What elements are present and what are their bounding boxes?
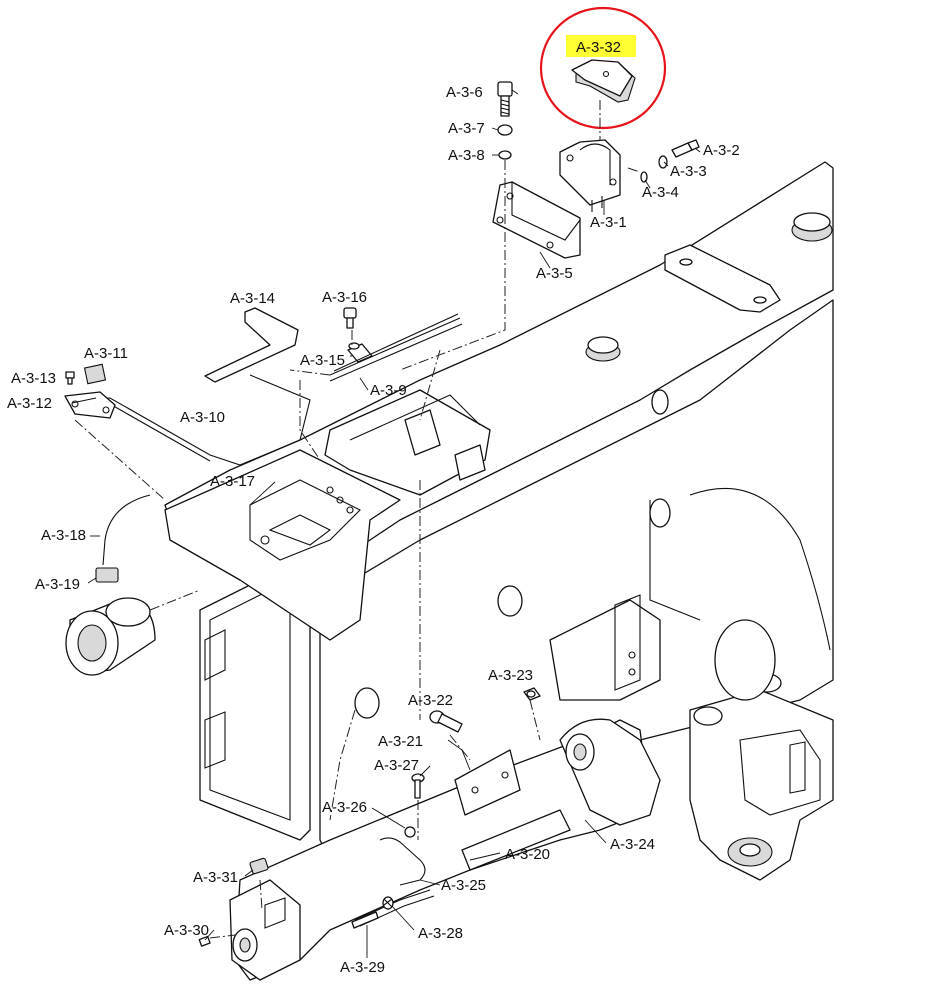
part-a3-12[interactable] bbox=[64, 391, 116, 419]
assembly-lines bbox=[74, 100, 641, 939]
label-a3-9[interactable]: A-3-9 bbox=[370, 382, 407, 399]
label-a3-28[interactable]: A-3-28 bbox=[418, 925, 463, 942]
label-a3-1[interactable]: A-3-1 bbox=[590, 214, 627, 231]
label-a3-12[interactable]: A-3-12 bbox=[7, 395, 52, 412]
part-a3-29[interactable] bbox=[351, 911, 379, 929]
label-a3-26[interactable]: A-3-26 bbox=[322, 799, 367, 816]
label-a3-11[interactable]: A-3-11 bbox=[84, 345, 128, 362]
label-a3-20[interactable]: A-3-20 bbox=[505, 846, 550, 863]
label-a3-14[interactable]: A-3-14 bbox=[230, 290, 275, 307]
label-a3-6[interactable]: A-3-6 bbox=[446, 84, 483, 101]
highlight-circle bbox=[539, 6, 667, 130]
label-a3-10[interactable]: A-3-10 bbox=[180, 409, 225, 426]
part-a3-5[interactable] bbox=[492, 181, 581, 259]
part-a3-16[interactable] bbox=[343, 307, 357, 329]
part-a3-10[interactable] bbox=[69, 374, 311, 466]
part-a3-4[interactable] bbox=[640, 171, 648, 183]
part-a3-30[interactable] bbox=[198, 935, 211, 947]
bobbin-case bbox=[65, 597, 156, 676]
label-a3-4[interactable]: A-3-4 bbox=[642, 184, 679, 201]
part-a3-26[interactable] bbox=[404, 826, 416, 838]
label-a3-32[interactable]: A-3-32 bbox=[576, 39, 621, 56]
label-a3-8[interactable]: A-3-8 bbox=[448, 147, 485, 164]
label-a3-18[interactable]: A-3-18 bbox=[41, 527, 86, 544]
part-a3-32[interactable] bbox=[571, 59, 636, 103]
label-a3-19[interactable]: A-3-19 bbox=[35, 576, 80, 593]
label-highlight-marker bbox=[566, 35, 636, 57]
part-a3-28[interactable] bbox=[382, 896, 394, 910]
label-a3-21[interactable]: A-3-21 bbox=[378, 733, 423, 750]
label-a3-24[interactable]: A-3-24 bbox=[610, 836, 655, 853]
part-a3-22[interactable] bbox=[429, 710, 463, 733]
part-a3-23[interactable] bbox=[523, 687, 541, 701]
part-a3-11[interactable] bbox=[83, 363, 107, 385]
top-plate-assembly bbox=[164, 389, 491, 641]
part-labels: A-3-32 A-3-6 A-3-7 A-3-8 A-3-2 A-3-3 A-3… bbox=[7, 39, 740, 976]
label-a3-5[interactable]: A-3-5 bbox=[536, 265, 573, 282]
label-a3-29[interactable]: A-3-29 bbox=[340, 959, 385, 976]
part-a3-7[interactable] bbox=[497, 124, 513, 136]
part-a3-2[interactable] bbox=[671, 139, 700, 158]
part-a3-27[interactable] bbox=[411, 773, 425, 799]
part-a3-8[interactable] bbox=[498, 150, 512, 160]
label-a3-25[interactable]: A-3-25 bbox=[441, 877, 486, 894]
label-a3-31[interactable]: A-3-31 bbox=[193, 869, 238, 886]
label-a3-15[interactable]: A-3-15 bbox=[300, 352, 345, 369]
part-a3-3[interactable] bbox=[658, 155, 668, 169]
lower-shaft-assembly bbox=[229, 718, 661, 981]
part-a3-18[interactable] bbox=[102, 494, 151, 566]
part-a3-19[interactable] bbox=[95, 567, 119, 583]
part-a3-1[interactable] bbox=[559, 139, 621, 212]
part-a3-14[interactable] bbox=[204, 307, 299, 383]
label-a3-13[interactable]: A-3-13 bbox=[11, 370, 56, 387]
part-a3-9[interactable] bbox=[329, 313, 463, 382]
label-a3-3[interactable]: A-3-3 bbox=[670, 163, 707, 180]
part-a3-6[interactable] bbox=[497, 81, 513, 117]
label-a3-22[interactable]: A-3-22 bbox=[408, 692, 453, 709]
label-a3-7[interactable]: A-3-7 bbox=[448, 120, 485, 137]
label-a3-16[interactable]: A-3-16 bbox=[322, 289, 367, 306]
label-a3-23[interactable]: A-3-23 bbox=[488, 667, 533, 684]
label-a3-27[interactable]: A-3-27 bbox=[374, 757, 419, 774]
part-a3-13[interactable] bbox=[65, 371, 75, 385]
label-a3-17[interactable]: A-3-17 bbox=[210, 473, 255, 490]
leader-lines bbox=[71, 89, 701, 958]
label-a3-30[interactable]: A-3-30 bbox=[164, 922, 209, 939]
label-a3-2[interactable]: A-3-2 bbox=[703, 142, 740, 159]
part-a3-31[interactable] bbox=[249, 857, 269, 875]
